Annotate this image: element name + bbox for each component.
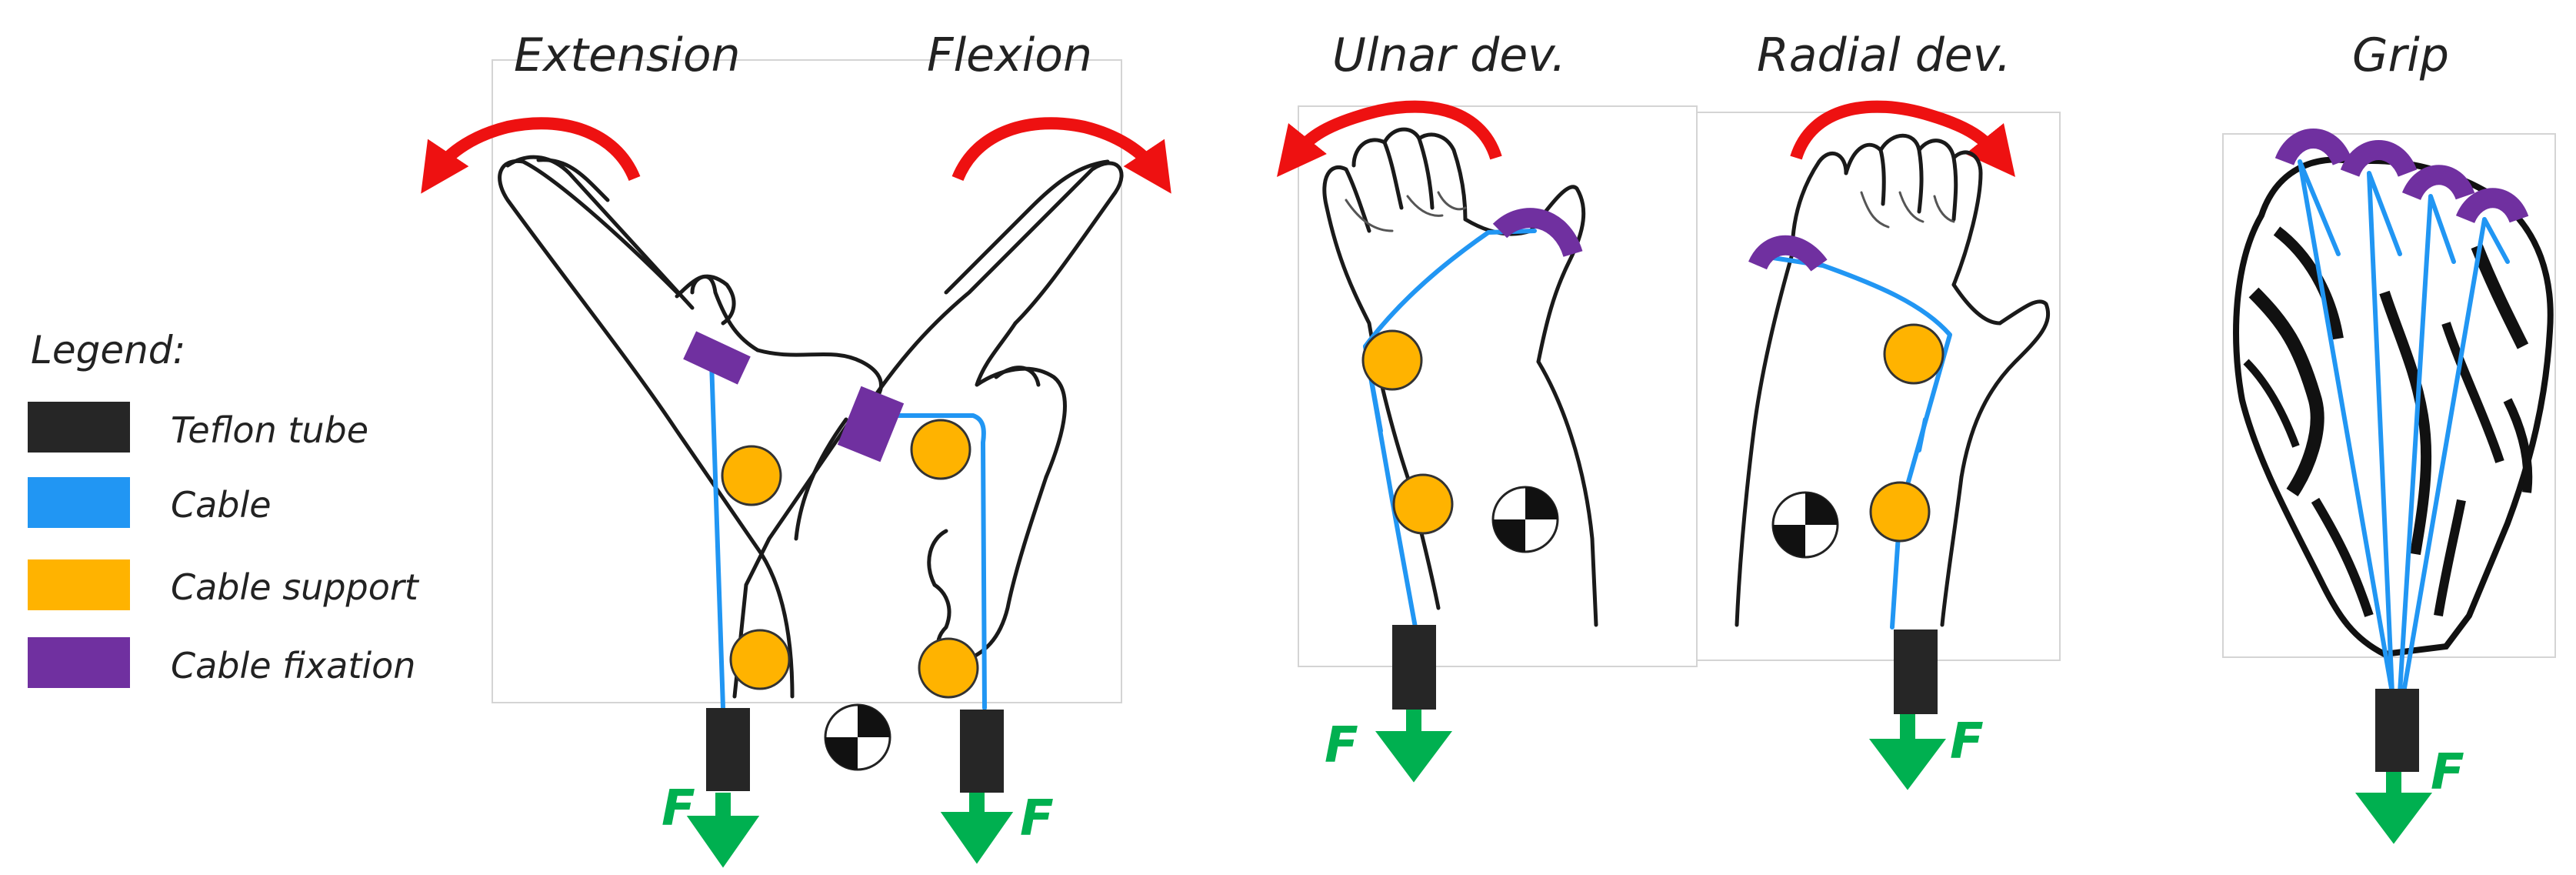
title-ulnar: Ulnar dev.: [1332, 28, 1566, 82]
cable-support: [721, 445, 782, 506]
center-of-rotation-icon: [1771, 491, 1839, 559]
legend-label-cable: Cable: [171, 484, 272, 526]
teflon-tube: [960, 710, 1004, 793]
rotation-arrow-ulnar-icon: [1277, 100, 1502, 177]
cable-fixation-grip: [2340, 140, 2418, 178]
force-arrow-icon: [686, 793, 760, 868]
cable-radial: [1771, 255, 1952, 630]
title-radial: Radial dev.: [1757, 28, 2011, 82]
force-label: F: [1325, 717, 1358, 774]
title-flexion: Flexion: [927, 28, 1092, 82]
force-label: F: [1950, 713, 1984, 770]
cable-fixation-extension: [683, 331, 751, 385]
cable-fixation-radial: [1748, 235, 1828, 272]
force-label: F: [2431, 744, 2464, 801]
cable-extension: [709, 359, 725, 710]
panel-frame: [1298, 105, 1698, 667]
cable-radial: [1917, 417, 1928, 453]
legend-label-cable-fixation: Cable fixation: [171, 645, 415, 686]
cable-support: [1883, 323, 1944, 385]
cable-support: [1392, 473, 1454, 535]
panel-grip: Grip F: [2222, 28, 2556, 844]
legend-label-cable-support: Cable support: [171, 566, 420, 608]
hand-radial: [1735, 133, 2051, 627]
hand-extension: [498, 155, 883, 699]
panel-frame: [492, 59, 1122, 703]
force-label: F: [1020, 790, 1054, 847]
legend-swatch-cable-support: [28, 559, 130, 610]
cable-ulnar: [1363, 229, 1537, 630]
force-arrow-icon: [2355, 772, 2432, 844]
teflon-tube: [2375, 689, 2419, 772]
cable-support: [729, 629, 791, 690]
force-arrow-icon: [1869, 714, 1946, 790]
cable-support: [910, 419, 971, 480]
cable-support: [1869, 481, 1931, 543]
cable-support: [1361, 329, 1423, 391]
teflon-tube: [1392, 625, 1436, 710]
grip-cables: [2298, 159, 2510, 695]
legend-swatch-cable: [28, 477, 130, 528]
rotation-arrow-extension-icon: [421, 117, 641, 194]
force-arrow-icon: [940, 793, 1014, 864]
cable-fixation-grip: [2401, 165, 2475, 201]
center-of-rotation-icon: [1491, 486, 1559, 553]
hand-ulnar: [1322, 127, 1598, 627]
hand-flexion: [794, 159, 1124, 664]
panel-ulnar-deviation: Ulnar dev. F: [1277, 28, 1698, 783]
legend-label-teflon-tube: Teflon tube: [171, 409, 368, 451]
cable-flexion: [894, 413, 987, 710]
title-grip: Grip: [2352, 28, 2449, 82]
force-arrow-icon: [1375, 710, 1452, 783]
rotation-arrow-radial-icon: [1790, 100, 2015, 177]
legend-swatch-teflon-tube: [28, 402, 130, 453]
teflon-tube: [706, 708, 750, 791]
cable-fixation-grip: [2274, 129, 2352, 166]
center-of-rotation-icon: [824, 703, 891, 771]
cable-fixation-flexion: [837, 386, 905, 463]
teflon-tube: [1894, 630, 1938, 714]
cable-fixation-ulnar: [1492, 208, 1583, 258]
legend: Legend: Teflon tube Cable Cable support …: [28, 328, 420, 688]
cable-fixation-grip: [2455, 188, 2529, 224]
panel-extension-flexion: Extension Flexion: [421, 28, 1171, 868]
title-extension: Extension: [514, 28, 741, 82]
panel-radial-deviation: Radial dev. F: [1696, 28, 2061, 790]
force-label: F: [661, 780, 695, 837]
rotation-arrow-flexion-icon: [951, 117, 1171, 194]
legend-title: Legend:: [31, 328, 185, 372]
cable-support: [918, 637, 979, 699]
panel-frame: [1696, 112, 2061, 661]
legend-swatch-cable-fixation: [28, 637, 130, 688]
